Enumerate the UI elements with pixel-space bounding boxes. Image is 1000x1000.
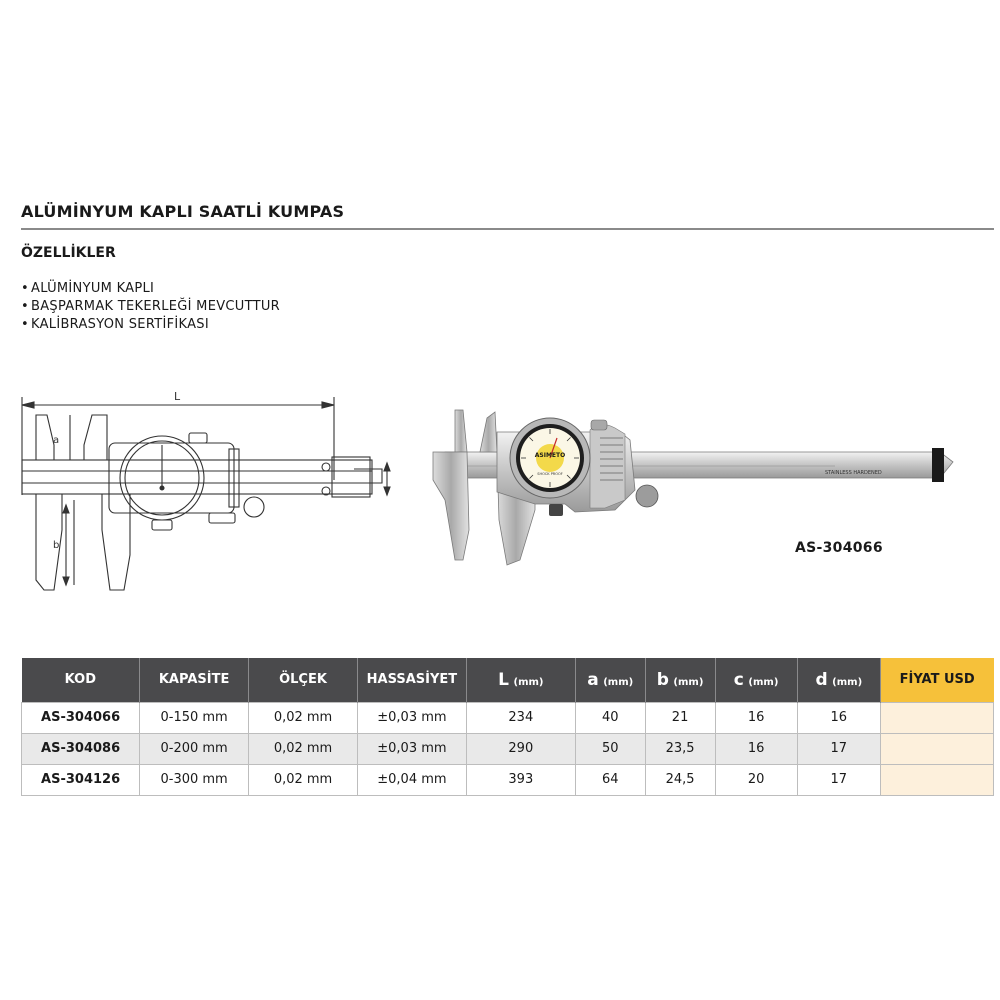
cell-kapasite: 0-200 mm	[139, 732, 250, 765]
caliper-photo: ASIMETO SHOCK PROOF STAINLESS HARDENED	[432, 409, 954, 566]
cell-l: 393	[465, 763, 576, 796]
cell-d: 17	[796, 763, 881, 796]
table-row: AS-304126 0-300 mm 0,02 mm ±0,04 mm 393 …	[20, 763, 995, 796]
table-header-row: KOD KAPASİTE ÖLÇEK HASSASİYET L (mm) a (…	[21, 658, 994, 702]
cell-d: 17	[796, 732, 881, 765]
caliper-diagram: L a b	[21, 390, 391, 591]
col-a: a (mm)	[575, 658, 646, 702]
col-l: L (mm)	[466, 658, 576, 702]
col-olcek: ÖLÇEK	[248, 658, 358, 702]
cell-c: 20	[714, 763, 798, 796]
cell-fiyat	[879, 763, 995, 796]
cell-hassasiyet: ±0,03 mm	[356, 701, 467, 734]
col-hassasiyet: HASSASİYET	[357, 658, 467, 702]
cell-l: 234	[465, 701, 576, 734]
cell-kod: AS-304126	[20, 763, 141, 796]
cell-b: 21	[644, 701, 716, 734]
features-heading: ÖZELLİKLER	[21, 245, 116, 261]
diagram-a-label: a	[53, 435, 59, 446]
col-b: b (mm)	[645, 658, 716, 702]
feature-item: •KALİBRASYON SERTİFİKASI	[21, 317, 209, 332]
cell-a: 64	[574, 763, 646, 796]
cell-fiyat	[879, 732, 995, 765]
cell-olcek: 0,02 mm	[248, 732, 358, 765]
cell-b: 23,5	[644, 732, 716, 765]
cell-kapasite: 0-300 mm	[139, 763, 250, 796]
cell-fiyat	[879, 701, 995, 734]
spec-table: KOD KAPASİTE ÖLÇEK HASSASİYET L (mm) a (…	[20, 658, 995, 796]
diagram-l-label: L	[174, 390, 181, 403]
col-fiyat: FİYAT USD	[880, 658, 994, 702]
cell-d: 16	[796, 701, 881, 734]
dial-brand: ASIMETO	[535, 452, 565, 459]
cell-c: 16	[714, 701, 798, 734]
cell-a: 50	[574, 732, 646, 765]
feature-item: •BAŞPARMAK TEKERLEĞİ MEVCUTTUR	[21, 299, 281, 314]
product-model-label: AS-304066	[795, 540, 883, 556]
table-row: AS-304066 0-150 mm 0,02 mm ±0,03 mm 234 …	[20, 701, 995, 734]
diagram-b-label: b	[53, 540, 59, 551]
cell-hassasiyet: ±0,03 mm	[356, 732, 467, 765]
cell-a: 40	[574, 701, 646, 734]
cell-olcek: 0,02 mm	[248, 701, 358, 734]
cell-kod: AS-304066	[20, 701, 141, 734]
beam-text: STAINLESS HARDENED	[825, 470, 882, 476]
cell-b: 24,5	[644, 763, 716, 796]
cell-kod: AS-304086	[20, 732, 141, 765]
dial-text: SHOCK PROOF	[537, 472, 563, 476]
feature-list: •ALÜMİNYUM KAPLI •BAŞPARMAK TEKERLEĞİ ME…	[21, 280, 280, 334]
col-c: c (mm)	[715, 658, 798, 702]
col-d: d (mm)	[797, 658, 881, 702]
cell-c: 16	[714, 732, 798, 765]
col-kod: KOD	[21, 658, 141, 702]
table-row: AS-304086 0-200 mm 0,02 mm ±0,03 mm 290 …	[20, 732, 995, 765]
page-title: ALÜMİNYUM KAPLI SAATLİ KUMPAS	[21, 202, 345, 221]
cell-hassasiyet: ±0,04 mm	[356, 763, 467, 796]
cell-l: 290	[465, 732, 576, 765]
feature-item: •ALÜMİNYUM KAPLI	[21, 281, 155, 296]
cell-kapasite: 0-150 mm	[139, 701, 250, 734]
cell-olcek: 0,02 mm	[248, 763, 358, 796]
col-kapasite: KAPASİTE	[139, 658, 250, 702]
title-divider	[21, 228, 994, 230]
